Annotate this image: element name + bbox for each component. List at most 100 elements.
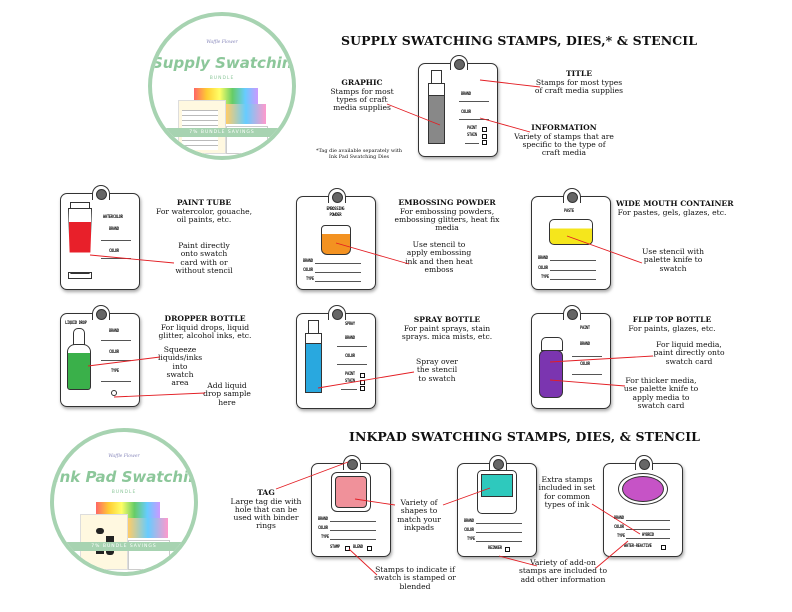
brand-label: BRAND <box>614 516 624 521</box>
tag-hole <box>450 55 468 70</box>
color-label: COLOR <box>538 266 548 271</box>
paint-tube-tag: WATERCOLOR BRAND COLOR <box>60 185 140 290</box>
wide-mouth-container-note: Use stencil with palette knife to swatch <box>642 247 704 273</box>
brand-label: BRAND <box>464 519 474 524</box>
color-label: COLOR <box>464 528 474 533</box>
flip-top-bottle-desc: FLIP TOP BOTTLE For paints, glazes, etc. <box>628 315 716 333</box>
type-label: TYPE <box>467 537 475 542</box>
shapes-note: Variety of shapes to match your inkpads <box>397 498 441 532</box>
wide-mouth-container-desc: WIDE MOUTH CONTAINER For pastes, gels, g… <box>616 199 734 217</box>
supply-bundle-title: Supply Swatching <box>152 54 296 72</box>
tag-title: LIQUID DROP <box>65 321 87 326</box>
color-label: COLOR <box>318 526 328 531</box>
tag-hole <box>343 455 361 470</box>
tag-hole <box>92 185 110 200</box>
tag-note: TAG Large tag die with hole that can be … <box>230 488 302 531</box>
dropper-sample-note: Add liquid drop sample here <box>203 381 251 407</box>
flip-top-bottle-graphic <box>541 337 563 351</box>
flip-top-bottle-tag: PAINT BRAND COLOR <box>531 305 611 409</box>
inkpad-tag-oval: BRAND COLOR TYPE HYBRID WATER-REACTIVE <box>603 455 683 557</box>
tag-title: EMBOSSING POWDER <box>326 207 345 218</box>
paint-label: PAINT <box>467 126 477 131</box>
ink-swatch-square <box>335 476 367 508</box>
color-label: COLOR <box>614 525 624 530</box>
information-note: INFORMATION Variety of stamps that are s… <box>514 123 614 158</box>
inkpad-bundle-badge: Waffle Flower Ink Pad Swatching BUNDLE 7… <box>50 428 198 576</box>
color-label: COLOR <box>345 354 355 359</box>
color-label: COLOR <box>461 110 471 115</box>
inkpad-bundle-title: Ink Pad Swatching <box>54 468 198 486</box>
stamp-label: STAMP <box>330 545 340 550</box>
tag-hole <box>563 305 581 320</box>
color-label: COLOR <box>109 249 119 254</box>
inkpad-tag-rectangle: BRAND COLOR TYPE REINKER <box>457 455 537 557</box>
tag-hole <box>563 188 581 203</box>
embossing-powder-tag: EMBOSSING POWDER BRAND COLOR TYPE <box>296 188 376 290</box>
inkpad-bundle-savings: 7% BUNDLE SAVINGS <box>54 542 194 551</box>
wide-mouth-container-tag: PASTE BRAND COLOR TYPE <box>531 188 611 290</box>
graphic-note: GRAPHIC Stamps for most types of craft m… <box>330 78 394 113</box>
tag-hole <box>635 455 653 470</box>
product-image <box>76 502 172 570</box>
embossing-jar-graphic <box>321 225 351 255</box>
stain-label: STAIN <box>467 133 477 138</box>
tag-title: PAINT <box>580 326 590 331</box>
spray-bottle-desc: SPRAY BOTTLE For paint sprays, stain spr… <box>401 315 493 341</box>
paste-jar-graphic <box>549 219 593 245</box>
tag-hole <box>328 305 346 320</box>
paint-tube-note: Paint directly onto swatch card with or … <box>175 241 233 275</box>
type-label: TYPE <box>111 369 119 374</box>
inkpad-bundle-subtitle: BUNDLE <box>111 490 137 495</box>
ink-swatch-rectangle <box>481 474 513 497</box>
stain-label: STAIN <box>345 379 355 384</box>
color-label: COLOR <box>580 362 590 367</box>
brand-label: BRAND <box>538 256 548 261</box>
example-tag: BRAND COLOR PAINT STAIN <box>418 55 498 157</box>
brand-label: BRAND <box>318 517 328 522</box>
product-image <box>174 88 270 154</box>
spray-bottle-tag: SPRAY BRAND COLOR PAINT STAIN <box>296 305 376 409</box>
spray-bottle-note: Spray over the stencil to swatch <box>416 357 458 383</box>
tag-hole <box>489 455 507 470</box>
ink-swatch-oval <box>622 476 664 502</box>
paint-tube-desc: PAINT TUBE For watercolor, gouache, oil … <box>155 198 253 224</box>
type-label: TYPE <box>617 534 625 539</box>
paint-label: PAINT <box>345 372 355 377</box>
brand-label: BRAND <box>109 329 119 334</box>
tag-title: PASTE <box>564 209 574 214</box>
stamp-blend-note: Stamps to indicate if swatch is stamped … <box>374 565 456 591</box>
embossing-powder-desc: EMBOSSING POWDER For embossing powders, … <box>394 198 500 233</box>
inkpad-section-heading: INKPAD SWATCHING STAMPS, DIES, & STENCIL <box>349 429 701 444</box>
brand-label: BRAND <box>109 227 119 232</box>
blend-label: BLEND <box>353 545 363 550</box>
brand-label: BRAND <box>461 92 471 97</box>
water-reactive-label: WATER-REACTIVE <box>624 544 652 549</box>
inkpad-tag-square: BRAND COLOR TYPE STAMP BLEND <box>311 455 391 557</box>
brand-label: BRAND <box>345 336 355 341</box>
supply-bundle-badge: Waffle Flower Supply Swatching BUNDLE 7%… <box>148 12 296 160</box>
type-label: TYPE <box>321 535 329 540</box>
flip-top-thick-note: For thicker media, use palette knife to … <box>623 376 699 410</box>
dropper-bottle-tag: LIQUID DROP BRAND COLOR TYPE <box>60 305 140 407</box>
color-label: COLOR <box>109 350 119 355</box>
paint-tube-graphic <box>68 208 92 274</box>
addon-stamps-note: Variety of add-on stamps are included to… <box>518 558 608 584</box>
tag-title: WATERCOLOR <box>103 215 123 220</box>
brand-logo: Waffle Flower <box>206 40 238 45</box>
supply-bundle-savings: 7% BUNDLE SAVINGS <box>152 128 292 137</box>
brand-label: BRAND <box>303 259 313 264</box>
dropper-bottle-note: Squeeze liquids/inks into swatch area <box>158 345 203 388</box>
type-label: TYPE <box>541 275 549 280</box>
tag-hole <box>328 188 346 203</box>
drop-sample-circle <box>111 390 117 396</box>
brand-label: BRAND <box>580 342 590 347</box>
supply-section-heading: SUPPLY SWATCHING STAMPS, DIES,* & STENCI… <box>341 33 698 48</box>
flip-top-liquid-note: For liquid media, paint directly onto sw… <box>653 340 725 366</box>
title-note: TITLE Stamps for most types of craft med… <box>534 69 624 95</box>
footnote: *Tag die available separately with Ink P… <box>315 148 403 160</box>
embossing-powder-note: Use stencil to apply embossing ink and t… <box>405 240 473 274</box>
hybrid-label: HYBRID <box>642 533 654 538</box>
dropper-bottle-desc: DROPPER BOTTLE For liquid drops, liquid … <box>158 314 252 340</box>
type-label: TYPE <box>306 277 314 282</box>
brand-logo: Waffle Flower <box>108 454 140 459</box>
